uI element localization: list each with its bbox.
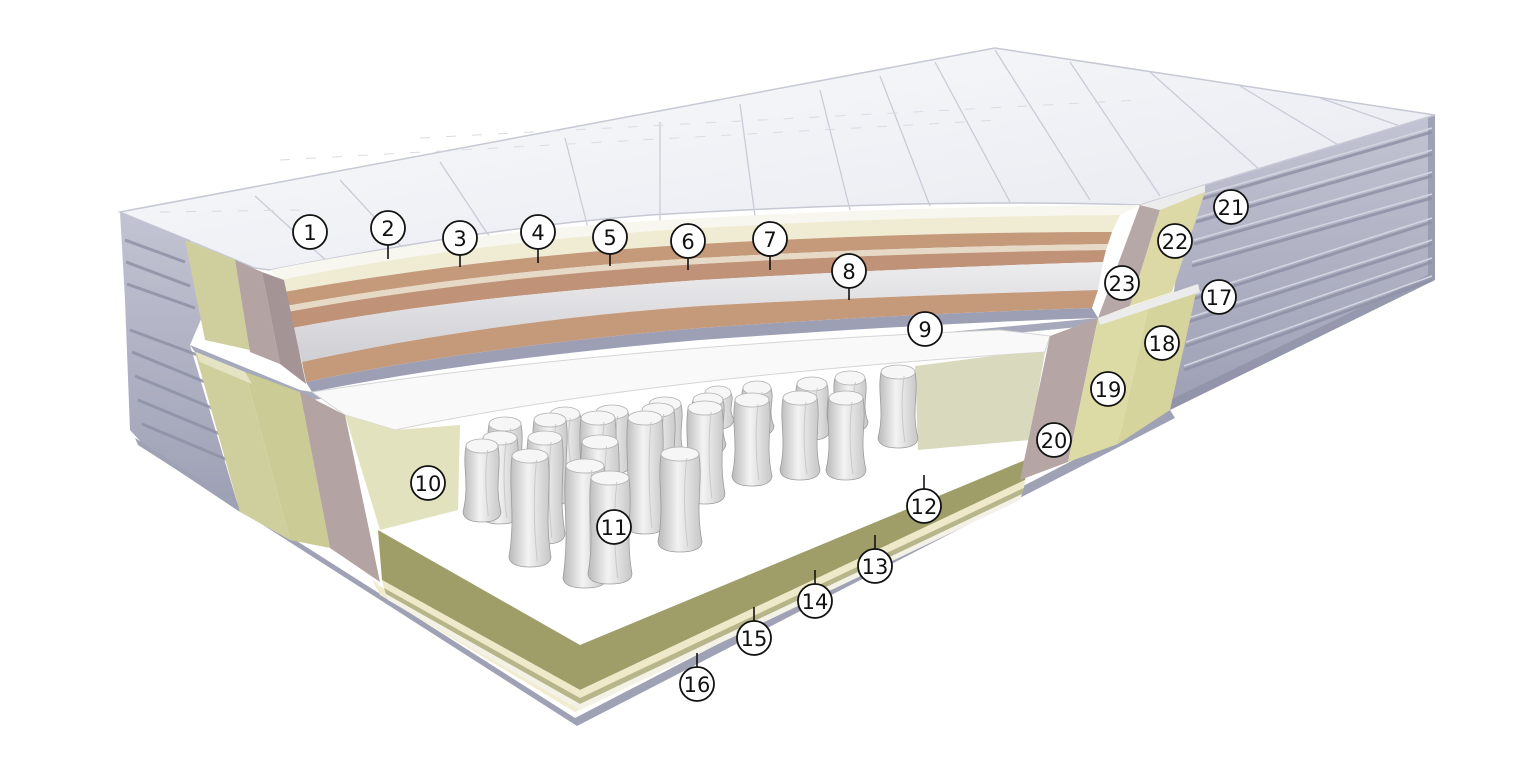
- callout-number: 3: [453, 227, 466, 251]
- callout-15: 15: [736, 607, 772, 656]
- callout-circle: [1104, 265, 1140, 301]
- right-side-panel: [1168, 115, 1435, 410]
- callout-circle: [442, 220, 478, 256]
- callout-number: 16: [684, 673, 711, 697]
- callout-number: 18: [1149, 332, 1176, 356]
- callout-8: 8: [831, 253, 867, 300]
- callout-circle: [1213, 189, 1249, 225]
- callout-12: 12: [906, 475, 942, 524]
- callout-circle: [752, 221, 788, 257]
- callout-16: 16: [679, 653, 715, 702]
- callout-6: 6: [670, 223, 706, 270]
- callout-circle: [906, 488, 942, 524]
- callout-19: 19: [1090, 371, 1126, 407]
- callout-circle: [831, 253, 867, 289]
- callout-number: 11: [601, 516, 628, 540]
- callout-circle: [907, 311, 943, 347]
- callout-17: 17: [1201, 279, 1237, 315]
- callout-circle: [596, 509, 632, 545]
- callout-10: 10: [410, 465, 446, 501]
- pocket-spring: [624, 410, 666, 535]
- callout-number: 10: [415, 472, 442, 496]
- callout-7: 7: [752, 221, 788, 270]
- callout-13: 13: [857, 535, 893, 584]
- callout-23: 23: [1104, 265, 1140, 301]
- callout-14: 14: [797, 570, 833, 619]
- callout-5: 5: [592, 219, 628, 266]
- callout-11: 11: [596, 509, 632, 545]
- callout-number: 20: [1041, 429, 1068, 453]
- callout-number: 21: [1218, 196, 1245, 220]
- callout-circle: [520, 214, 556, 250]
- callout-number: 12: [911, 495, 938, 519]
- pocket-spring: [731, 392, 773, 487]
- callout-number: 4: [531, 221, 544, 245]
- callout-3: 3: [442, 220, 478, 267]
- callout-number: 1: [303, 221, 316, 245]
- callout-20: 20: [1036, 422, 1072, 458]
- quilted-top-surface: [117, 47, 1436, 271]
- lower-left-border-foam: [195, 352, 380, 582]
- callout-number: 2: [381, 217, 394, 241]
- callout-circle: [292, 214, 328, 250]
- callout-number: 6: [681, 230, 694, 254]
- callout-number: 7: [763, 228, 776, 252]
- pocket-spring: [779, 390, 821, 481]
- callout-22: 22: [1157, 223, 1193, 259]
- pocket-spring: [657, 446, 703, 553]
- callout-number: 14: [802, 590, 829, 614]
- callout-number: 17: [1206, 286, 1233, 310]
- upper-left-border-foam: [185, 240, 306, 384]
- callout-circle: [797, 583, 833, 619]
- callout-circle: [1201, 279, 1237, 315]
- callout-number: 19: [1095, 378, 1122, 402]
- pocket-spring: [825, 390, 867, 481]
- pocket-spring: [877, 364, 919, 449]
- callout-number: 22: [1162, 230, 1189, 254]
- callout-circle: [410, 465, 446, 501]
- callout-circle: [1157, 223, 1193, 259]
- callout-number: 23: [1109, 272, 1136, 296]
- pocket-springs: [462, 364, 919, 589]
- callout-circle: [679, 666, 715, 702]
- callout-1: 1: [292, 214, 328, 250]
- pocket-spring: [462, 438, 502, 523]
- callout-21: 21: [1213, 189, 1249, 225]
- callout-number: 15: [741, 627, 768, 651]
- callout-circle: [1144, 325, 1180, 361]
- lower-front-layers: [378, 458, 1030, 710]
- callout-9: 9: [907, 311, 943, 347]
- callout-circle: [857, 548, 893, 584]
- callout-4: 4: [520, 214, 556, 263]
- callout-number: 9: [918, 318, 931, 342]
- callout-circle: [1036, 422, 1072, 458]
- callout-circle: [592, 219, 628, 255]
- callout-circle: [370, 210, 406, 246]
- callout-circle: [670, 223, 706, 259]
- callout-2: 2: [370, 210, 406, 259]
- callout-circle: [736, 620, 772, 656]
- mid-separator: [190, 285, 1200, 400]
- callout-circle: [1090, 371, 1126, 407]
- left-side-panel: [120, 212, 240, 512]
- pocket-spring: [508, 448, 552, 568]
- callout-number: 5: [603, 226, 616, 250]
- callout-18: 18: [1144, 325, 1180, 361]
- callout-number: 13: [862, 555, 889, 579]
- callout-number: 8: [842, 260, 855, 284]
